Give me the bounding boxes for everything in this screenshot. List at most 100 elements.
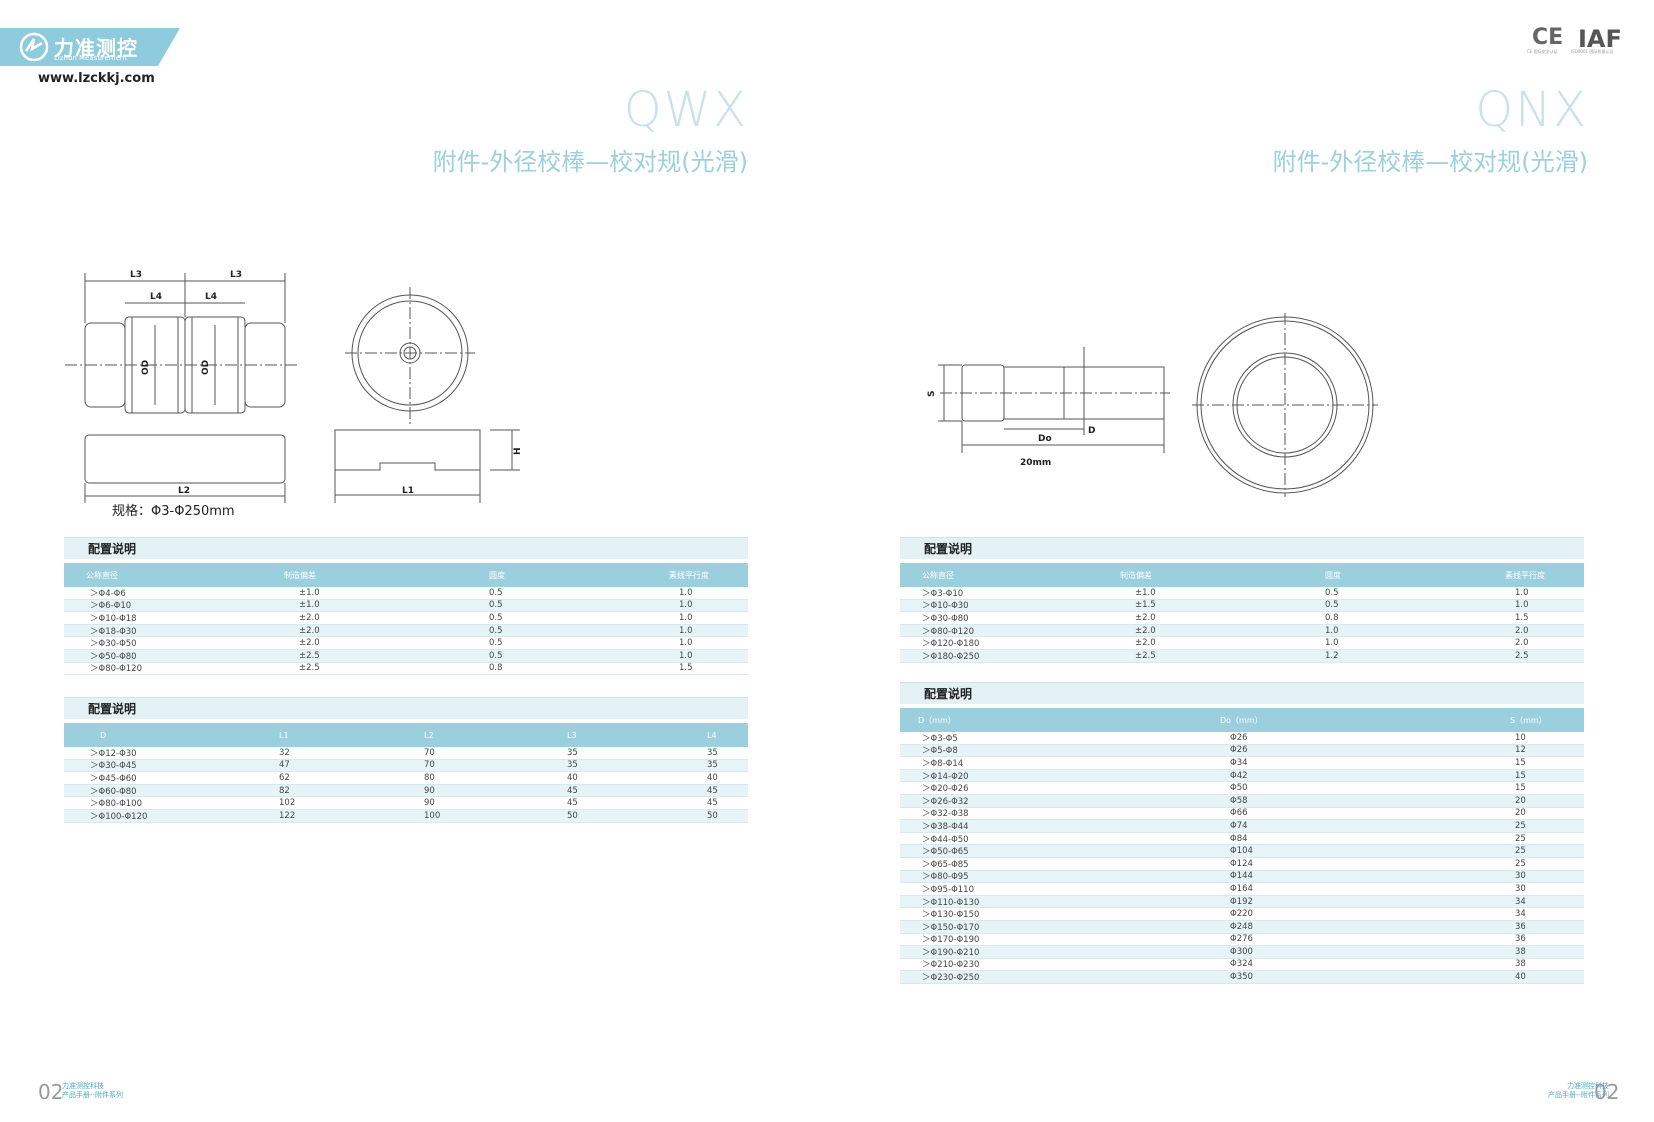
table-cell: 40 xyxy=(1515,972,1526,983)
svg-text:H: H xyxy=(513,447,523,455)
right-config-table-1: 配置说明 公称直径 制造偏差 圆度 素线平行度 ＞Φ3-Φ10 ±1.0 0.5 1.… xyxy=(900,537,1584,663)
table-cell: 15 xyxy=(1515,783,1526,794)
table-cell: 1.0 xyxy=(1515,600,1529,611)
table-cell: ±1.0 xyxy=(1135,587,1156,598)
table-cell: 0.5 xyxy=(489,587,503,598)
table-cell: ＞Φ10-Φ18 xyxy=(90,613,137,624)
table-cell: ＞Φ130-Φ150 xyxy=(922,910,980,921)
table-cell: ＞Φ32-Φ38 xyxy=(922,809,969,820)
table-cell: 45 xyxy=(567,798,578,809)
table-cell: ±2.0 xyxy=(299,612,320,623)
table-cell: 0.5 xyxy=(1325,587,1339,598)
table-cell: 90 xyxy=(424,785,435,796)
table-cell: ＞Φ18-Φ30 xyxy=(90,626,137,637)
table-cell: ＞Φ26-Φ32 xyxy=(922,796,969,807)
table-cell: ＞Φ30-Φ50 xyxy=(90,639,137,650)
brand-name-en: Lizhun Measurement xyxy=(54,54,128,62)
table-cell: ±2.5 xyxy=(299,663,320,674)
table-cell: 12 xyxy=(1515,745,1526,756)
table-cell: Φ324 xyxy=(1230,959,1253,970)
table-cell: Φ34 xyxy=(1230,757,1248,768)
table-cell: ＞Φ12-Φ30 xyxy=(90,748,137,759)
table-cell: Φ42 xyxy=(1230,770,1248,781)
table-cell: 20 xyxy=(1515,795,1526,806)
table-cell: 82 xyxy=(279,785,290,796)
svg-text:L3: L3 xyxy=(130,270,142,280)
table-header: 公称直径 制造偏差 圆度 素线平行度 xyxy=(900,563,1584,587)
table-cell: ＞Φ14-Φ20 xyxy=(922,771,969,782)
table-cell: 40 xyxy=(567,772,578,783)
table-cell: 15 xyxy=(1515,770,1526,781)
right-page-title: 附件-外径校棒—校对规(光滑) xyxy=(1272,148,1588,176)
table-cell: 0.5 xyxy=(489,625,503,636)
table-cell: ±2.0 xyxy=(1135,612,1156,623)
table-cell: Φ192 xyxy=(1230,896,1253,907)
brand-logo-icon xyxy=(19,32,49,62)
table-title: 配置说明 xyxy=(900,537,1584,559)
table-cell: 10 xyxy=(1515,732,1526,743)
table-cell: 38 xyxy=(1515,959,1526,970)
table-title: 配置说明 xyxy=(900,682,1584,704)
table-cell: 0.8 xyxy=(489,663,503,674)
table-cell: ＞Φ10-Φ30 xyxy=(922,601,969,612)
qnx-drawing: S D Do 20mm xyxy=(927,313,1378,497)
table-cell: Φ144 xyxy=(1230,871,1253,882)
table-cell: ＞Φ20-Φ26 xyxy=(922,784,969,795)
table-cell: Φ350 xyxy=(1230,972,1253,983)
table-cell: 32 xyxy=(279,747,290,758)
table-cell: 0.5 xyxy=(489,638,503,649)
table-cell: ＞Φ50-Φ65 xyxy=(922,847,969,858)
table-cell: 36 xyxy=(1515,934,1526,945)
table-cell: ＞Φ3-Φ10 xyxy=(922,588,964,599)
table-cell: ＞Φ65-Φ85 xyxy=(922,859,969,870)
left-page-title: 附件-外径校棒—校对规(光滑) xyxy=(432,148,748,176)
svg-text:Do: Do xyxy=(1038,434,1052,444)
table-cell: ±2.0 xyxy=(1135,638,1156,649)
table-cell: ＞Φ8-Φ14 xyxy=(922,758,964,769)
table-cell: 0.8 xyxy=(1325,612,1339,623)
website-link[interactable]: www.lzckkj.com xyxy=(38,71,155,86)
table-cell: 25 xyxy=(1515,858,1526,869)
table-cell: 62 xyxy=(279,772,290,783)
table-cell: 1.0 xyxy=(679,638,693,649)
table-cell: 90 xyxy=(424,798,435,809)
right-page-number: 02 xyxy=(1594,1080,1620,1104)
left-footer-note: 力准测控科技产品手册--附件系列 xyxy=(62,1082,124,1099)
table-cell: 0.5 xyxy=(1325,600,1339,611)
table-cell: ±2.5 xyxy=(1135,650,1156,661)
table-cell: 1.5 xyxy=(1515,612,1529,623)
table-cell: Φ248 xyxy=(1230,921,1253,932)
table-cell: 1.0 xyxy=(679,612,693,623)
table-cell: 35 xyxy=(707,747,718,758)
table-cell: ＞Φ110-Φ130 xyxy=(922,897,980,908)
table-cell: Φ84 xyxy=(1230,833,1248,844)
table-cell: 80 xyxy=(424,772,435,783)
right-model-code: QNX xyxy=(1475,82,1588,138)
svg-text:20mm: 20mm xyxy=(1020,458,1051,468)
table-cell: ＞Φ60-Φ80 xyxy=(90,786,137,797)
table-cell: 2.5 xyxy=(1515,650,1529,661)
table-cell: ＞Φ150-Φ170 xyxy=(922,922,980,933)
